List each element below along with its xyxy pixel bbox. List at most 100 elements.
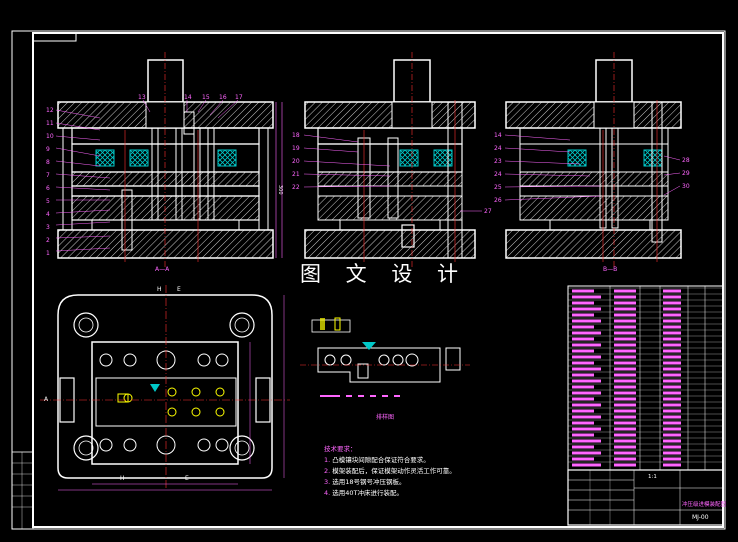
parts-row-note xyxy=(663,379,681,383)
parts-row-note xyxy=(663,385,681,389)
plan-label-h: H xyxy=(157,286,162,293)
parts-row-name xyxy=(572,457,594,461)
part-balloon: 26 xyxy=(494,197,502,204)
parts-row-material xyxy=(614,457,636,461)
parts-row-name xyxy=(572,433,594,437)
parts-row-name xyxy=(572,439,601,443)
parts-row-material xyxy=(614,307,636,311)
parts-row-note xyxy=(663,307,681,311)
section-label-strip: 排样图 xyxy=(376,414,395,421)
note-item: 3. 选用18号钢号冲压钢板。 xyxy=(324,478,406,486)
parts-row-name xyxy=(572,361,594,365)
notes-title: 技术要求： xyxy=(324,445,357,453)
parts-row-name xyxy=(572,289,594,293)
parts-row-note xyxy=(663,427,681,431)
part-balloon: 14 xyxy=(494,132,502,139)
parts-row-material xyxy=(614,415,636,419)
parts-row-name xyxy=(572,337,594,341)
part-balloon: 6 xyxy=(46,185,50,192)
parts-row-note xyxy=(663,367,681,371)
part-balloon: 25 xyxy=(494,184,502,191)
parts-row-name xyxy=(572,421,594,425)
parts-row-note xyxy=(663,313,681,317)
parts-row-note xyxy=(663,349,681,353)
parts-row-material xyxy=(614,373,636,377)
svg-text:300: 300 xyxy=(277,185,283,195)
parts-row-material xyxy=(614,331,636,335)
part-balloon-27: 27 xyxy=(484,208,492,215)
part-balloon: 10 xyxy=(46,133,54,140)
section-label-left: A—A xyxy=(155,266,170,273)
parts-row-note xyxy=(663,319,681,323)
parts-row-note xyxy=(663,301,681,305)
parts-row-material xyxy=(614,421,636,425)
parts-row-material xyxy=(614,289,636,293)
part-balloon: 8 xyxy=(46,159,50,166)
parts-row-note xyxy=(663,289,681,293)
part-balloon: 24 xyxy=(494,171,502,178)
parts-row-name xyxy=(572,403,601,407)
part-balloon: 12 xyxy=(46,107,54,114)
parts-row-material xyxy=(614,313,636,317)
section-view-middle xyxy=(281,52,482,268)
parts-row-material xyxy=(614,355,636,359)
part-balloon: 29 xyxy=(682,170,690,177)
parts-row-note xyxy=(663,397,681,401)
parts-row-material xyxy=(614,391,636,395)
parts-row-name xyxy=(572,397,594,401)
part-balloon: 24 xyxy=(494,145,502,152)
parts-row-name xyxy=(572,325,594,329)
part-balloon: 23 xyxy=(494,158,502,165)
parts-row-material xyxy=(614,343,636,347)
parts-row-note xyxy=(663,325,681,329)
part-balloon: 1 xyxy=(46,250,50,257)
parts-row-note xyxy=(663,295,681,299)
section-label-right: B—B xyxy=(603,266,618,273)
parts-row-material xyxy=(614,409,636,413)
parts-row-name xyxy=(572,379,601,383)
note-item: 2. 模架装配后，保证模架动作灵活工作可靠。 xyxy=(324,467,456,475)
parts-row-material xyxy=(614,445,636,449)
part-balloon: 20 xyxy=(292,158,300,165)
margin-stamp xyxy=(11,451,34,530)
part-balloon: 21 xyxy=(292,171,300,178)
note-item: 4. 选用40T冲床进行装配。 xyxy=(324,489,404,497)
parts-row-note xyxy=(663,445,681,449)
part-balloon: 15 xyxy=(202,94,210,101)
parts-row-name xyxy=(572,331,601,335)
parts-row-material xyxy=(614,427,636,431)
stamp-title: 图 文 设 计 xyxy=(300,262,468,286)
parts-row-material xyxy=(614,301,636,305)
parts-row-name xyxy=(572,367,601,371)
parts-row-note xyxy=(663,457,681,461)
plan-label-e-bottom: E xyxy=(185,475,189,482)
part-balloon: 9 xyxy=(46,146,50,153)
title-block-name: 冲压级进模装配图 xyxy=(682,502,727,508)
plan-label-e: E xyxy=(177,286,181,293)
frame-border xyxy=(32,32,724,528)
parts-row-material xyxy=(614,325,636,329)
parts-row-note xyxy=(663,373,681,377)
parts-row-name xyxy=(572,409,594,413)
part-balloon: 13 xyxy=(138,94,146,101)
part-balloon: 30 xyxy=(682,183,690,190)
parts-row-note xyxy=(663,343,681,347)
part-balloon: 19 xyxy=(292,145,300,152)
title-block-drawing-no: MJ-00 xyxy=(692,514,709,521)
parts-list-table xyxy=(567,285,724,471)
parts-row-name xyxy=(572,451,601,455)
part-balloon: 5 xyxy=(46,198,50,205)
parts-row-name xyxy=(572,415,601,419)
parts-row-material xyxy=(614,367,636,371)
plan-label-h-bottom: H xyxy=(120,475,125,482)
parts-row-material xyxy=(614,397,636,401)
part-balloon: 22 xyxy=(292,184,300,191)
section-view-right xyxy=(504,52,682,268)
title-block xyxy=(567,469,724,526)
part-balloon: 4 xyxy=(46,211,50,218)
parts-row-material xyxy=(614,349,636,353)
parts-row-name xyxy=(572,427,601,431)
parts-row-material xyxy=(614,385,636,389)
